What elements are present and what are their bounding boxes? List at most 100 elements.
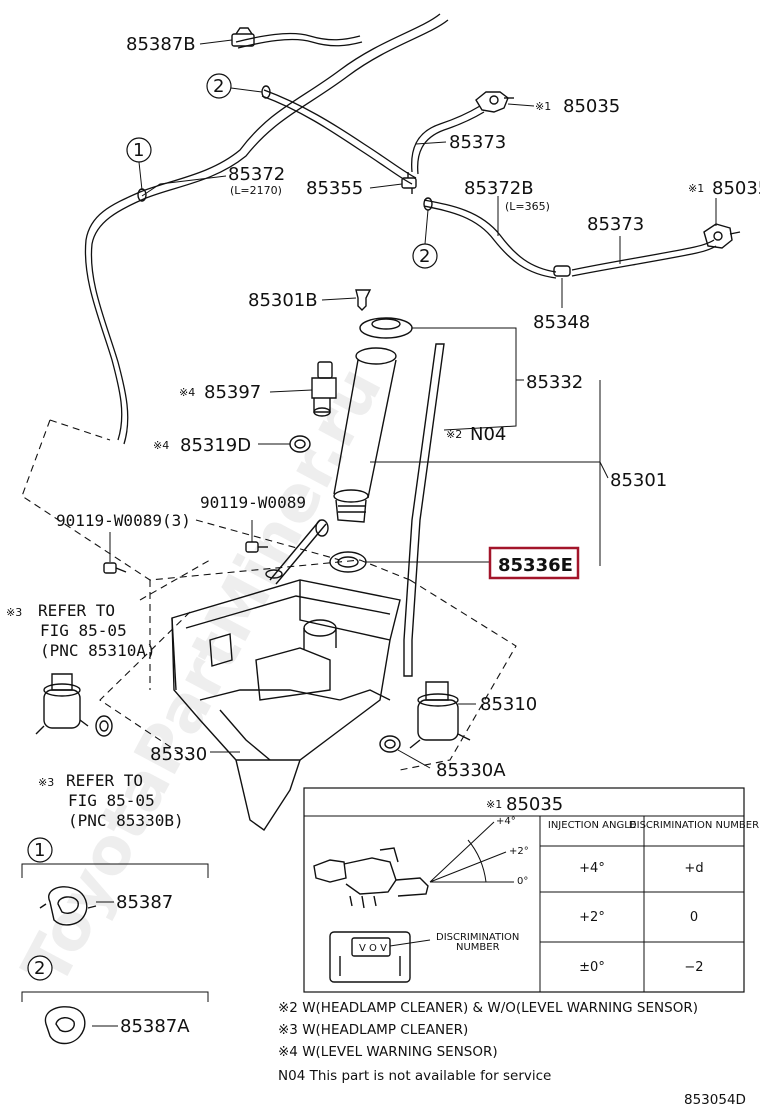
washer-tank-85330[interactable] xyxy=(171,519,401,831)
leader-85301 xyxy=(370,380,609,566)
mark-ref-1: ※3 xyxy=(6,606,22,619)
diagram-id: 853054D xyxy=(684,1092,746,1108)
col-header-discrimination-number: DISCRIMINATION NUMBER xyxy=(629,820,759,831)
joint-85348[interactable] xyxy=(553,265,571,277)
leader-85035-top xyxy=(507,103,535,107)
ref-85330b-line1: REFER TO xyxy=(66,771,143,790)
tank-boundary-mid xyxy=(139,519,341,601)
hose-85373-top-outer xyxy=(416,111,485,175)
highlight-85336e xyxy=(488,546,580,580)
label-90119-mid[interactable]: 90119-W0089 xyxy=(200,493,306,512)
clip-85387b[interactable] xyxy=(231,27,255,47)
svg-text:V O V: V O V xyxy=(359,943,387,954)
col-header-injection-angle: INJECTION ANGLE xyxy=(548,820,636,831)
label-85332[interactable]: 85332 xyxy=(526,372,583,393)
note-1: ※2 W(HEADLAMP CLEANER) & W/O(LEVEL WARNI… xyxy=(278,1000,698,1016)
hose-85387b-segment-outer xyxy=(237,38,363,49)
hose-85373-top[interactable] xyxy=(410,105,481,173)
clip-85301b[interactable] xyxy=(355,289,372,311)
row1-angle: +4° xyxy=(579,861,605,876)
mark-85035-top: ※1 xyxy=(535,100,551,113)
pump-85310[interactable] xyxy=(409,681,471,749)
hose-85355-feed-outer xyxy=(263,89,417,179)
row3-number: −2 xyxy=(684,960,703,975)
label-85372[interactable]: 85372 xyxy=(228,164,285,185)
hose-85373-right[interactable] xyxy=(571,239,715,271)
label-85336e[interactable]: 85336E xyxy=(498,555,573,576)
label-85372-length: (L=2170) xyxy=(230,184,282,197)
hose-85372b-outer xyxy=(423,205,557,279)
table-title-mark: ※1 xyxy=(486,798,502,811)
row2-angle: +2° xyxy=(579,910,605,925)
label-85035-top[interactable]: 85035 xyxy=(563,96,620,117)
leader-85372 xyxy=(141,175,227,197)
label-85035-right[interactable]: 85035 xyxy=(712,178,760,199)
label-85330[interactable]: 85330 xyxy=(150,744,207,765)
ref-85310a-line2: FIG 85-05 xyxy=(40,621,127,640)
leader-85332 xyxy=(412,327,524,431)
leader-85301b xyxy=(321,297,357,301)
clamp-85387[interactable] xyxy=(39,886,97,926)
table-title: 85035 xyxy=(506,794,563,815)
svg-text:1: 1 xyxy=(34,840,45,861)
label-85387a[interactable]: 85387A xyxy=(120,1016,190,1037)
inlet-85332[interactable] xyxy=(333,317,413,523)
ref-85310a-line1: REFER TO xyxy=(38,601,115,620)
angle-mark-plus4: +4° xyxy=(496,816,516,827)
label-90119-left[interactable]: 90119-W0089(3) xyxy=(56,511,191,530)
label-85310[interactable]: 85310 xyxy=(480,694,537,715)
label-85387b[interactable]: 85387B xyxy=(126,34,196,55)
callout-1-a: 1 xyxy=(126,137,152,191)
label-85330a[interactable]: 85330A xyxy=(436,760,506,781)
discrimination-label-2: NUMBER xyxy=(456,942,500,953)
label-85372b[interactable]: 85372B xyxy=(464,178,534,199)
label-85301[interactable]: 85301 xyxy=(610,470,667,491)
bolt-90119-left[interactable] xyxy=(103,562,127,574)
hose-85372b[interactable] xyxy=(423,199,557,273)
label-85373-top[interactable]: 85373 xyxy=(449,132,506,153)
callout-2-b: 2 xyxy=(412,209,438,269)
leader-85355 xyxy=(369,183,403,189)
label-85397[interactable]: 85397 xyxy=(204,382,261,403)
label-85355[interactable]: 85355 xyxy=(306,178,363,199)
grommet-85330a[interactable] xyxy=(379,735,401,753)
mark-ref-2: ※3 xyxy=(38,776,54,789)
connector-sketch: V O V xyxy=(329,931,431,983)
inset-clamp-1: 1 85387 xyxy=(21,837,209,926)
ref-85330b-line2: FIG 85-05 xyxy=(68,791,155,810)
label-85301b[interactable]: 85301B xyxy=(248,290,318,311)
ref-grommet-85330b xyxy=(95,715,113,737)
ref-85310a-line3: (PNC 85310A) xyxy=(40,641,156,660)
note-4: N04 This part is not available for servi… xyxy=(278,1068,551,1084)
callout-2-a: 2 xyxy=(206,73,263,99)
row1-number: +d xyxy=(684,861,703,876)
leader-85397 xyxy=(269,389,313,393)
hose-85355-feed xyxy=(261,95,413,185)
svg-text:2: 2 xyxy=(419,246,430,267)
nozzle-85035-right[interactable] xyxy=(703,223,741,249)
sensor-85397[interactable] xyxy=(311,361,337,417)
hose-85372-outer xyxy=(90,19,449,445)
mark-85319d: ※4 xyxy=(153,439,169,452)
hose-85373-right-outer xyxy=(571,245,717,277)
angle-mark-plus2: +2° xyxy=(509,846,529,857)
note-3: ※4 W(LEVEL WARNING SENSOR) xyxy=(278,1044,498,1060)
clamp-85387a[interactable] xyxy=(44,1006,86,1045)
joint-85355[interactable] xyxy=(401,172,417,194)
nozzle-85035-top[interactable] xyxy=(475,91,514,113)
row2-number: 0 xyxy=(690,910,698,925)
hose-85372[interactable] xyxy=(84,13,441,441)
label-85319d[interactable]: 85319D xyxy=(180,435,251,456)
svg-text:2: 2 xyxy=(213,76,224,97)
nozzle-detail-table: ※1 85035 INJECTION ANGLE DISCRIMINATION … xyxy=(303,787,759,993)
label-85373-right[interactable]: 85373 xyxy=(587,214,644,235)
ref-pump-85310a xyxy=(35,673,89,735)
mark-85397: ※4 xyxy=(179,386,195,399)
label-85387[interactable]: 85387 xyxy=(116,892,173,913)
label-85348[interactable]: 85348 xyxy=(533,312,590,333)
row3-angle: ±0° xyxy=(579,960,605,975)
rod-n04[interactable] xyxy=(403,343,445,677)
label-n04[interactable]: N04 xyxy=(470,424,506,445)
leader-85330a xyxy=(397,749,431,769)
